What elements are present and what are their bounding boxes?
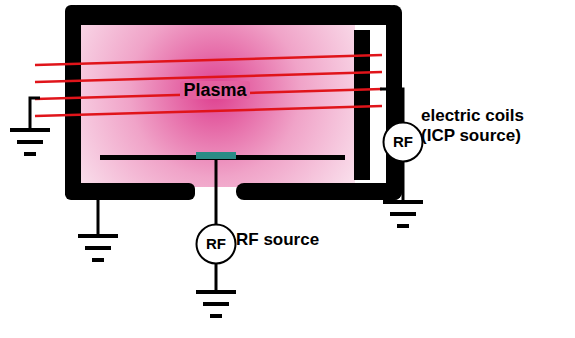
- ground-symbol: [10, 130, 423, 316]
- coil-winding: [35, 55, 382, 116]
- plasma-glow: [81, 25, 354, 183]
- source-label: electric coils (ICP source): [421, 106, 556, 146]
- source-label: RF source: [236, 230, 376, 250]
- plasma-label: Plasma: [180, 81, 249, 99]
- source-symbol-label: RF: [382, 121, 424, 163]
- chamber-gap: [370, 25, 386, 183]
- wire: [30, 89, 403, 290]
- rf-source-circle: RFelectric coils (ICP source): [382, 121, 424, 163]
- rf-source-circle: RFRF source: [195, 223, 237, 265]
- chamber-wall: [65, 5, 402, 200]
- substrate: [196, 152, 236, 159]
- source-symbol-label: RF: [195, 223, 237, 265]
